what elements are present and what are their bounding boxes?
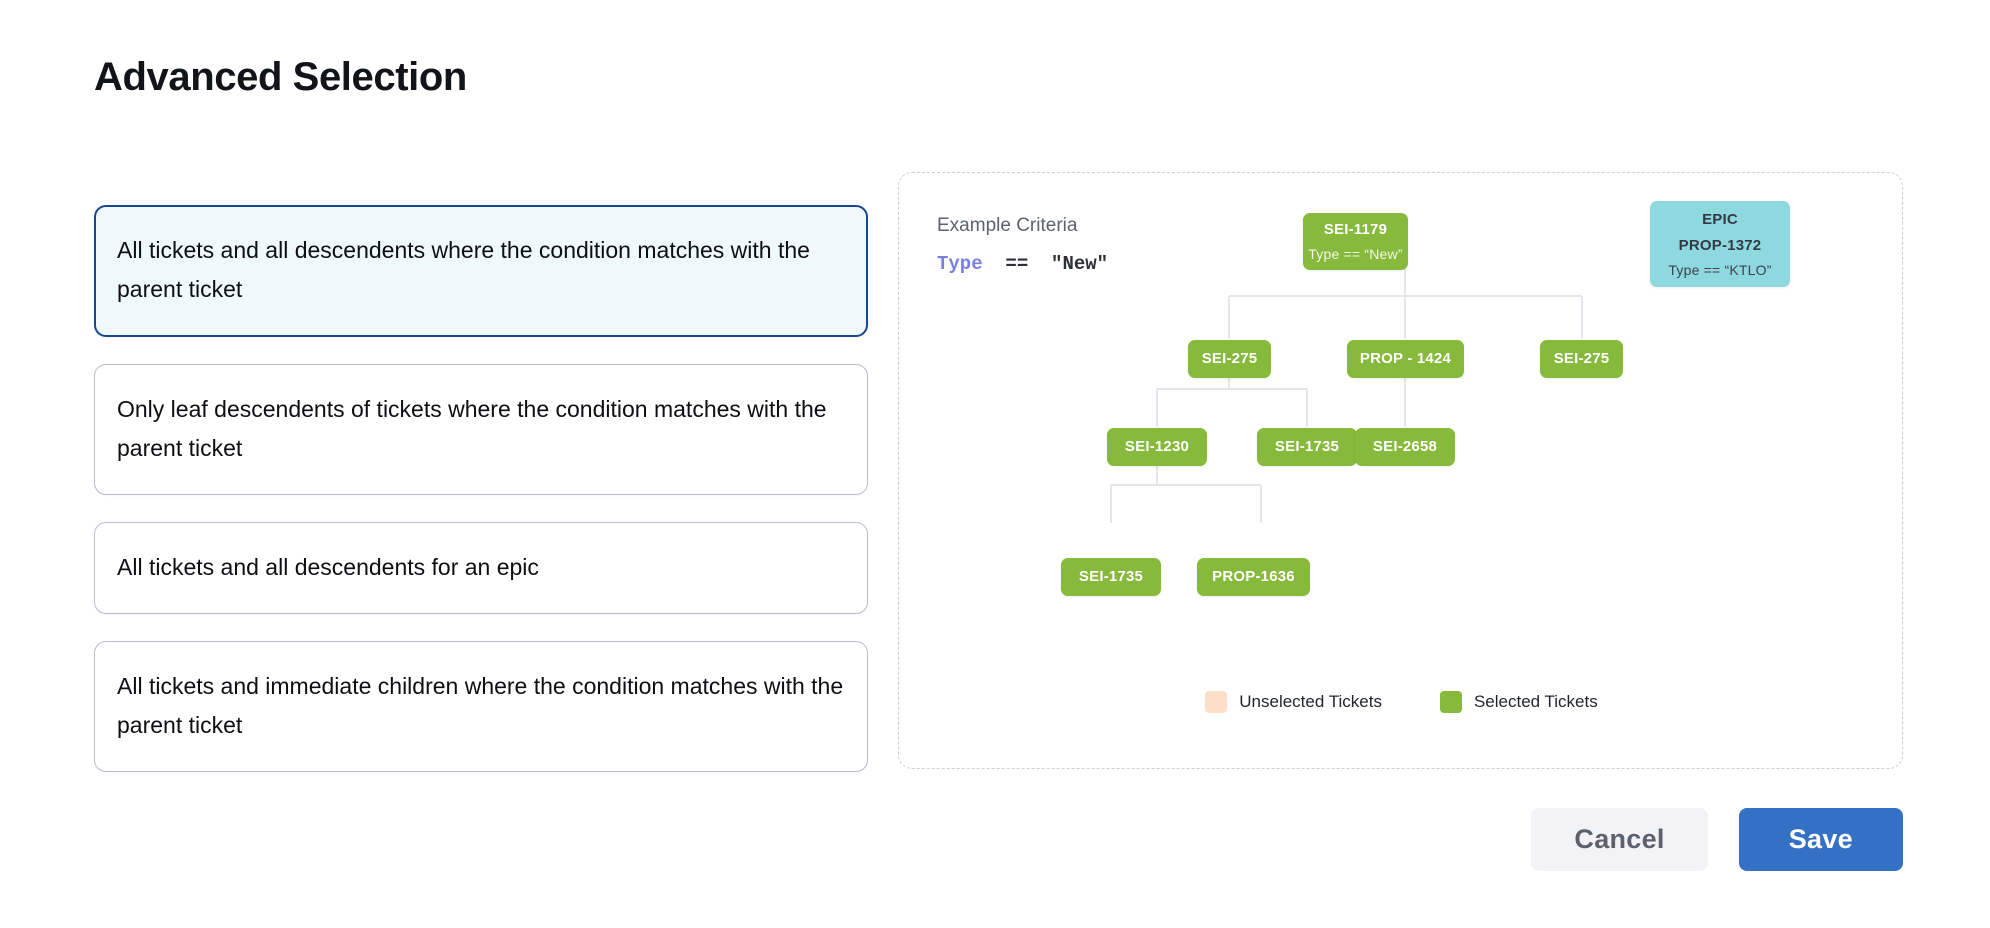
tree-node-root[interactable]: SEI-1179 Type == “New”: [1303, 213, 1408, 270]
example-diagram-panel: Example Criteria Type == "New": [898, 172, 1903, 769]
tree-node-sei-275-left[interactable]: SEI-275: [1188, 340, 1271, 378]
tree-node-id: SEI-1179: [1323, 220, 1388, 238]
legend-item-selected: Selected Tickets: [1439, 691, 1598, 713]
dialog-footer: Cancel Save: [0, 808, 1903, 871]
selection-options-list: All tickets and all descendents where th…: [94, 205, 868, 799]
criteria-keyword: Type: [937, 253, 983, 275]
tree-node-sei-1735-leaf[interactable]: SEI-1735: [1061, 558, 1161, 596]
option-card-epic-descendents[interactable]: All tickets and all descendents for an e…: [94, 522, 868, 614]
option-card-leaf-descendents[interactable]: Only leaf descendents of tickets where t…: [94, 364, 868, 495]
tree-node-sei-2658[interactable]: SEI-2658: [1355, 428, 1455, 466]
tree-node-sei-1735-mid[interactable]: SEI-1735: [1257, 428, 1357, 466]
save-button[interactable]: Save: [1738, 808, 1903, 871]
tree-node-subtitle: Type == “KTLO”: [1668, 261, 1772, 278]
tree-node-id: PROP-1372: [1678, 236, 1762, 254]
option-label: All tickets and all descendents where th…: [117, 237, 810, 302]
legend-item-unselected: Unselected Tickets: [1205, 691, 1382, 713]
option-label: Only leaf descendents of tickets where t…: [117, 396, 827, 461]
criteria-expression: Type == "New": [937, 253, 1108, 275]
page-title: Advanced Selection: [94, 55, 467, 99]
cancel-button[interactable]: Cancel: [1531, 808, 1708, 871]
diagram-legend: Unselected Tickets Selected Tickets: [899, 691, 1904, 713]
tree-node-subtitle: Type == “New”: [1308, 245, 1403, 262]
tree-node-sei-275-right[interactable]: SEI-275: [1540, 340, 1623, 378]
tree-node-id: SEI-1735: [1078, 568, 1144, 585]
tree-node-id: SEI-2658: [1372, 438, 1438, 455]
option-card-immediate-children[interactable]: All tickets and immediate children where…: [94, 641, 868, 772]
criteria-label: Example Criteria: [937, 215, 1078, 236]
option-label: All tickets and all descendents for an e…: [117, 554, 539, 580]
legend-label: Selected Tickets: [1473, 692, 1598, 711]
tree-node-id: SEI-275: [1201, 350, 1258, 367]
legend-swatch-unselected: [1205, 691, 1228, 713]
tree-node-id: SEI-275: [1553, 350, 1610, 367]
tree-node-prop-1636[interactable]: PROP-1636: [1197, 558, 1310, 596]
criteria-value: "New": [1051, 253, 1109, 275]
tree-node-sei-1230[interactable]: SEI-1230: [1107, 428, 1207, 466]
option-label: All tickets and immediate children where…: [117, 673, 844, 738]
criteria-operator: ==: [1005, 253, 1029, 275]
option-card-all-descendents[interactable]: All tickets and all descendents where th…: [94, 205, 868, 337]
legend-label: Unselected Tickets: [1239, 692, 1382, 711]
tree-node-kind: EPIC: [1702, 210, 1738, 228]
legend-swatch-selected: [1439, 691, 1462, 713]
tree-node-epic[interactable]: EPIC PROP-1372 Type == “KTLO”: [1650, 201, 1790, 287]
tree-node-id: SEI-1735: [1274, 438, 1340, 455]
tree-node-prop-1424[interactable]: PROP - 1424: [1347, 340, 1464, 378]
tree-node-id: PROP-1636: [1212, 568, 1295, 585]
tree-node-id: PROP - 1424: [1359, 350, 1452, 367]
tree-node-id: SEI-1230: [1124, 438, 1190, 455]
